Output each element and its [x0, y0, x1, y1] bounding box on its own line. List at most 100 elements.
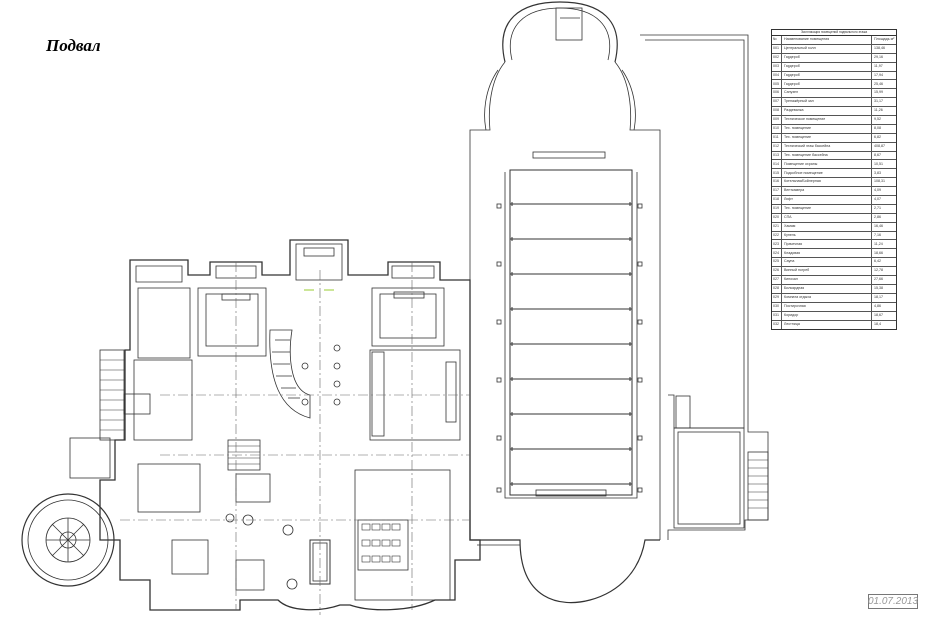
table-cell-num: 019: [772, 204, 782, 213]
table-cell-num: 024: [772, 249, 782, 258]
table-cell-num: 022: [772, 231, 782, 240]
table-cell-num: 032: [772, 320, 782, 330]
table-cell-name: Центральный холл: [782, 44, 872, 53]
table-cell-area: 15,99: [874, 90, 883, 95]
table-cell-area: 18,66: [874, 250, 883, 255]
table-cell-num: 017: [772, 187, 782, 196]
table-cell-area: 18,17: [874, 294, 883, 299]
table-cell-area: 31,17: [874, 99, 883, 104]
table-cell-num: 004: [772, 71, 782, 80]
table-cell-area: 2,86: [874, 214, 881, 219]
pool-lane-lines: [510, 202, 632, 486]
table-cell-name: Тех. помещение: [782, 204, 872, 213]
table-cell-area: 18,67: [874, 312, 883, 317]
table-cell-area: 15,38: [874, 286, 883, 291]
table-cell-name: Коридор: [782, 311, 872, 320]
cinema-seats: [361, 523, 401, 563]
table-cell-name: Тренажёрный зал: [782, 98, 872, 107]
table-cell-area: 138,46: [874, 46, 885, 51]
table-cell-area: 2,71: [874, 206, 881, 211]
header-num: №: [772, 36, 782, 44]
table-cell-name: Комната отдыха: [782, 293, 872, 302]
table-cell-area: 16,46: [874, 223, 883, 228]
table-cell-num: 007: [772, 98, 782, 107]
table-cell-area: 3,83: [874, 170, 881, 175]
table-cell-num: 021: [772, 222, 782, 231]
table-cell-name: Винный погреб: [782, 267, 872, 276]
schedule-header: № Наименование помещения Площадь м²: [772, 36, 896, 45]
table-cell-num: 027: [772, 276, 782, 284]
table-cell-name: Венткамера: [782, 187, 872, 196]
main-house: [99, 239, 481, 611]
page-title: Подвал: [46, 36, 101, 55]
table-cell-area: 27,66: [874, 277, 883, 282]
table-cell-area: 29,16: [874, 54, 883, 59]
table-cell-name: Бильярдная: [782, 284, 872, 293]
table-cell-area: 25,46: [874, 81, 883, 86]
table-cell-name: Гардероб: [782, 80, 872, 89]
table-cell-name: Кинозал: [782, 276, 872, 284]
table-cell-name: Гардероб: [782, 62, 872, 71]
table-cell-name: Сауна: [782, 258, 872, 267]
table-cell-name: Лифт: [782, 196, 872, 204]
table-cell-area: 108,31: [874, 179, 885, 184]
table-cell-num: 011: [772, 133, 782, 142]
table-cell-name: Подсобное помещение: [782, 169, 872, 178]
table-cell-name: Техническое помещение: [782, 116, 872, 124]
table-cell-num: 009: [772, 116, 782, 124]
table-cell-area: 18,4: [874, 322, 881, 327]
room-schedule-table: Экспликация помещений подвального этажа …: [771, 29, 897, 331]
table-cell-name: Купель: [782, 231, 872, 240]
center-stair-treads: [228, 445, 260, 465]
table-cell-name: Лестница: [782, 320, 872, 330]
table-cell-name: Тех. помещение: [782, 124, 872, 133]
table-cell-num: 013: [772, 151, 782, 160]
table-cell-name: Раздевалка: [782, 107, 872, 116]
table-cell-num: 006: [772, 89, 782, 98]
table-cell-area: 11,97: [874, 63, 883, 68]
pool-columns: [496, 203, 643, 493]
table-cell-name: Прачечная: [782, 240, 872, 249]
table-cell-area: 11,24: [874, 241, 883, 246]
table-cell-num: 012: [772, 142, 782, 151]
table-cell-num: 003: [772, 62, 782, 71]
table-cell-name: Тех. помещение бассейна: [782, 151, 872, 160]
table-cell-num: 028: [772, 284, 782, 293]
table-cell-num: 016: [772, 178, 782, 187]
header-area: Площадь м²: [874, 37, 895, 42]
table-cell-name: Технический этаж бассейна: [782, 142, 872, 151]
table-cell-name: Помещение охраны: [782, 160, 872, 169]
table-cell-num: 029: [772, 293, 782, 302]
table-cell-num: 008: [772, 107, 782, 116]
table-cell-num: 020: [772, 213, 782, 222]
table-cell-name: Санузел: [782, 89, 872, 98]
table-cell-num: 026: [772, 267, 782, 276]
table-cell-num: 010: [772, 124, 782, 133]
table-cell-area: 4,09: [874, 188, 881, 193]
